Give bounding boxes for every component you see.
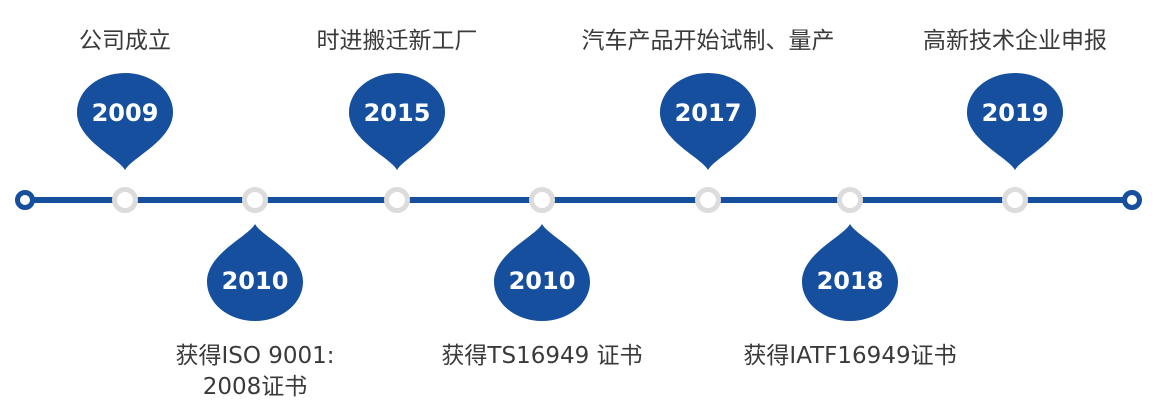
timeline-end-ring-icon bbox=[1122, 190, 1142, 210]
teardrop-marker-icon: 2018 bbox=[801, 223, 899, 321]
timeline-node-icon bbox=[837, 187, 863, 213]
milestone-year: 2018 bbox=[816, 267, 884, 295]
timeline-node-icon bbox=[529, 187, 555, 213]
milestone-year: 2015 bbox=[363, 99, 431, 127]
milestone-year: 2009 bbox=[91, 99, 159, 127]
teardrop-marker-icon: 2015 bbox=[348, 73, 446, 171]
milestone-year: 2017 bbox=[674, 99, 742, 127]
timeline-start-ring-icon bbox=[15, 190, 35, 210]
timeline-node-icon bbox=[384, 187, 410, 213]
timeline-line bbox=[25, 197, 1132, 203]
teardrop-marker-icon: 2017 bbox=[659, 73, 757, 171]
teardrop-marker-icon: 2009 bbox=[76, 73, 174, 171]
milestone-label: 时进搬迁新工厂 bbox=[316, 28, 478, 54]
teardrop-marker-icon: 2010 bbox=[493, 223, 591, 321]
teardrop-marker-icon: 2019 bbox=[966, 73, 1064, 171]
milestone-label: 获得TS16949 证书 bbox=[441, 343, 643, 369]
milestone-label: 汽车产品开始试制、量产 bbox=[581, 28, 835, 54]
timeline-node-icon bbox=[695, 187, 721, 213]
timeline-node-icon bbox=[242, 187, 268, 213]
milestone-year: 2010 bbox=[221, 267, 289, 295]
teardrop-marker-icon: 2010 bbox=[206, 223, 304, 321]
milestone-year: 2019 bbox=[981, 99, 1049, 127]
milestone-year: 2010 bbox=[508, 267, 576, 295]
milestone-label: 获得IATF16949证书 bbox=[743, 343, 957, 369]
timeline-node-icon bbox=[112, 187, 138, 213]
milestone-label: 公司成立 bbox=[79, 28, 171, 54]
timeline-node-icon bbox=[1002, 187, 1028, 213]
milestone-label: 高新技术企业申报 bbox=[923, 28, 1107, 54]
milestone-label: 获得ISO 9001: 2008证书 bbox=[175, 343, 335, 400]
